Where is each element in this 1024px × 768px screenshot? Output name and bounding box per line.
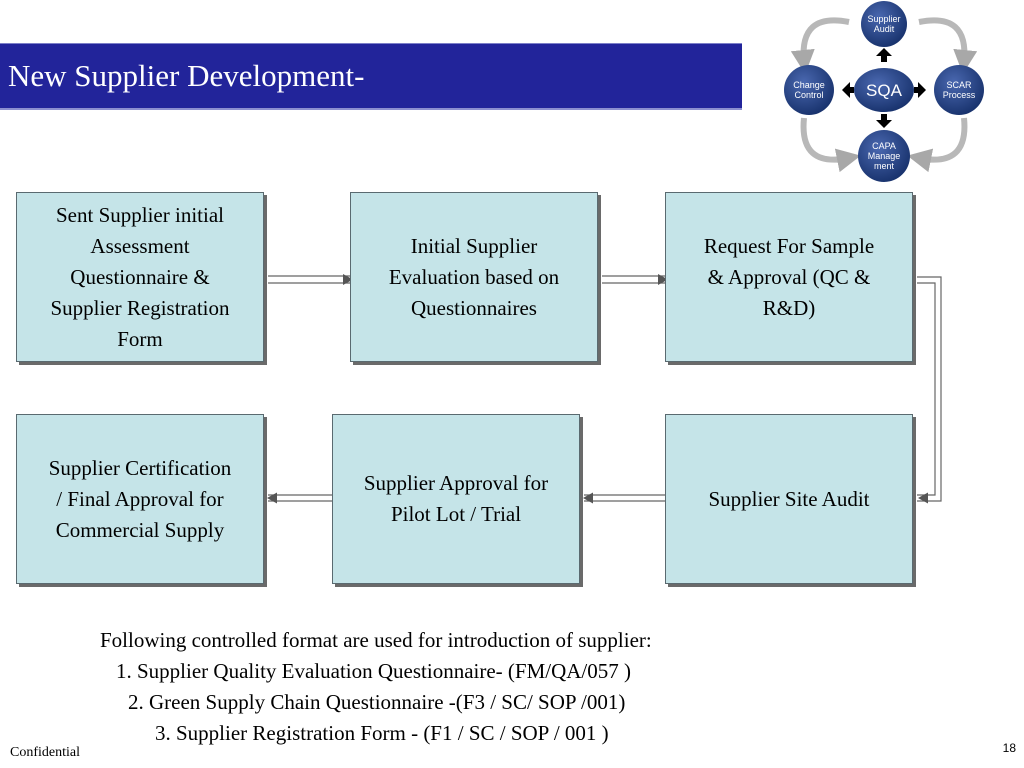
- arrow-down-icon: [876, 114, 892, 128]
- connector-2-3: [602, 275, 665, 284]
- page-number: 18: [1002, 741, 1016, 755]
- footer-confidential: Confidential: [10, 745, 80, 760]
- flow-step-3: Request For Sample & Approval (QC & R&D): [665, 192, 913, 362]
- flow-step-1: Sent Supplier initial Assessment Questio…: [16, 192, 264, 362]
- arrowhead-5-6: [267, 492, 277, 504]
- arrowhead-1-2: [343, 274, 353, 285]
- slide-title: New Supplier Development-: [8, 58, 365, 93]
- connector-4-5: [584, 494, 665, 502]
- format-notes: Following controlled format are used for…: [0, 625, 870, 749]
- node-capa-management: [858, 130, 910, 182]
- node-label: Supplier: [867, 14, 900, 24]
- cycle-arrow-bottom-right: [907, 117, 968, 173]
- connector-3-4: [917, 276, 942, 502]
- notes-item: 1. Supplier Quality Evaluation Questionn…: [116, 659, 632, 683]
- arrow-left-icon: [842, 82, 854, 98]
- arrowhead-4-5: [583, 492, 593, 504]
- flow-step-5: Supplier Approval for Pilot Lot / Trial: [332, 414, 580, 584]
- sqa-center-label: SQA: [866, 81, 903, 100]
- node-change-control: [784, 65, 834, 115]
- cycle-arrow-top-left: [790, 17, 850, 74]
- node-supplier-audit: [861, 1, 907, 47]
- flow-step-4: Supplier Site Audit: [665, 414, 913, 584]
- flow-step-2: Initial Supplier Evaluation based on Que…: [350, 192, 598, 362]
- cycle-arrow-bottom-left: [800, 117, 861, 173]
- arrow-up-icon: [876, 48, 892, 62]
- cycle-arrow-top-right: [918, 17, 978, 74]
- connector-5-6: [268, 494, 332, 502]
- node-sqa-center: [854, 68, 914, 112]
- node-scar-process: [934, 65, 984, 115]
- notes-intro: Following controlled format are used for…: [100, 628, 652, 652]
- arrowhead-2-3: [658, 274, 668, 285]
- connector-1-2: [268, 275, 350, 284]
- notes-item: 2. Green Supply Chain Questionnaire -(F3…: [128, 690, 626, 714]
- flow-step-6: Supplier Certification / Final Approval …: [16, 414, 264, 584]
- title-bar: New Supplier Development-: [0, 43, 742, 110]
- arrow-right-icon: [914, 82, 926, 98]
- arrowhead-3-4: [918, 492, 928, 504]
- notes-item: 3. Supplier Registration Form - (F1 / SC…: [155, 721, 609, 745]
